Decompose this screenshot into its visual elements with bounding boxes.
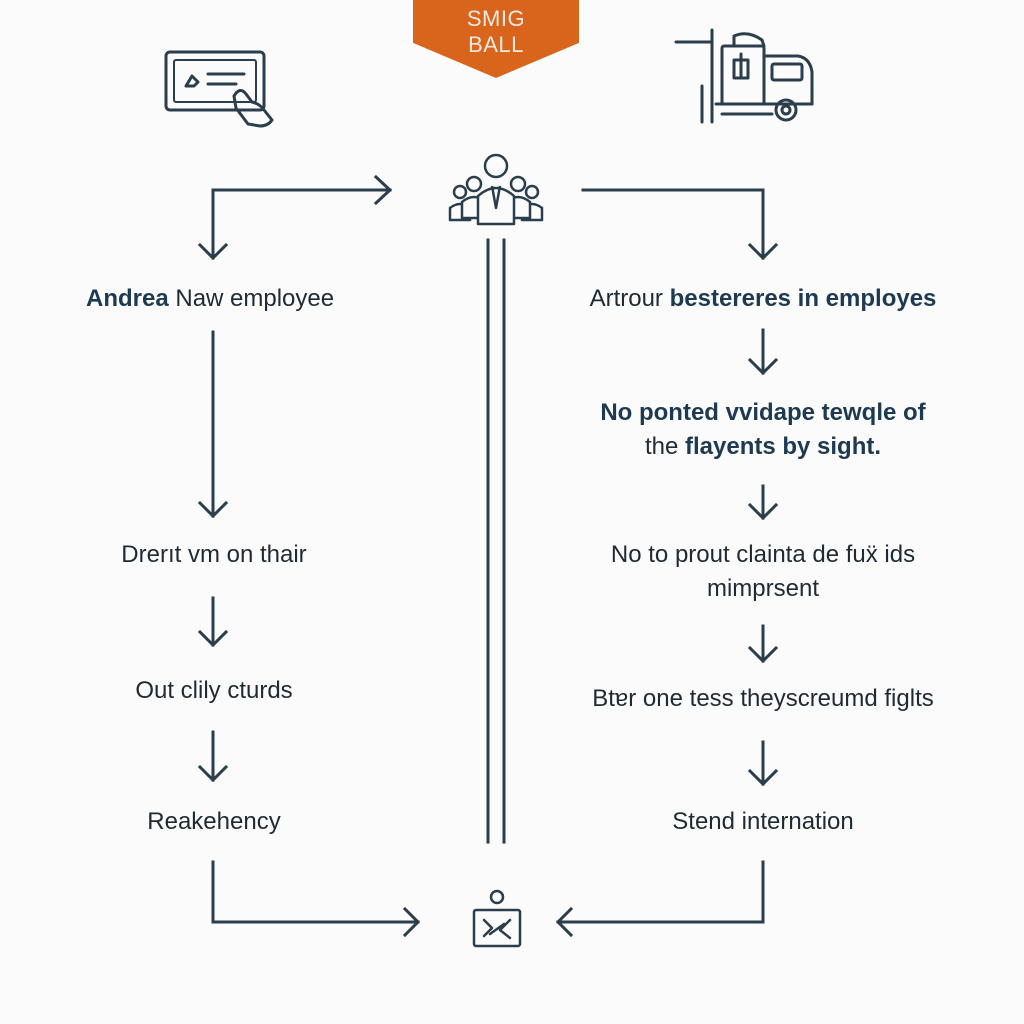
right-step-3: No to prout clainta de fuẍ ids mimprsent [560, 538, 966, 606]
banner-line-1: SMIG [466, 6, 526, 31]
right-step-2: No ponted vvidape tewqle of the flayents… [560, 396, 966, 464]
left-top-arrow-down [197, 242, 229, 261]
left-step-4: Reakehency [147, 808, 281, 835]
team-group-icon [448, 153, 544, 226]
right-step-3-line-2: mimprsent [706, 575, 820, 602]
person-id-card-icon [472, 889, 522, 948]
right-step-4: Btɐr one tess theyscreumd figlts [592, 685, 934, 712]
right-top-connector [581, 188, 765, 260]
right-arrow-3-head [747, 645, 779, 664]
right-step-5: Stend internation [672, 808, 854, 835]
right-step-3-line-1: No to prout clainta de fuẍ ids [610, 541, 916, 568]
left-arrow-3-head [197, 764, 229, 783]
right-step-2-line-2: the flayents by sight. [560, 430, 966, 464]
right-arrow-2-head [747, 502, 779, 521]
delivery-truck-icon [674, 28, 814, 124]
tablet-touch-icon [164, 50, 274, 128]
left-top-arrow-right [373, 174, 393, 206]
right-step-1-strong: bestereres in employes [669, 285, 937, 312]
right-step-2-line-2-text: the [644, 433, 685, 460]
right-step-2-line-1: No ponted vvidape tewqle of [600, 399, 926, 426]
left-bottom-connector [211, 860, 420, 924]
right-arrow-4-head [747, 768, 779, 787]
right-arrow-1-head [747, 357, 779, 376]
right-top-arrow-down [747, 242, 779, 261]
right-bottom-arrow-head [555, 906, 574, 938]
right-step-1: Artrour bestereres in employes [560, 282, 966, 316]
left-top-connector [211, 188, 392, 260]
banner-line-2: BALL [468, 32, 524, 57]
left-step-3: Out clily cturds [135, 677, 293, 704]
left-arrow-2-head [197, 629, 229, 648]
left-arrow-1-head [197, 500, 229, 519]
left-step-2: Drerıt vm on thair [121, 541, 307, 568]
right-bottom-connector [556, 860, 765, 924]
left-step-1-text: Naw employee [168, 285, 335, 312]
right-step-1-text: Artrour [589, 285, 670, 312]
right-step-2-line-2-strong: flayents by sight. [684, 433, 882, 460]
left-step-1: Andrea Naw employee [86, 282, 346, 316]
left-bottom-arrow-head [402, 906, 421, 938]
left-step-1-strong: Andrea [86, 285, 169, 312]
